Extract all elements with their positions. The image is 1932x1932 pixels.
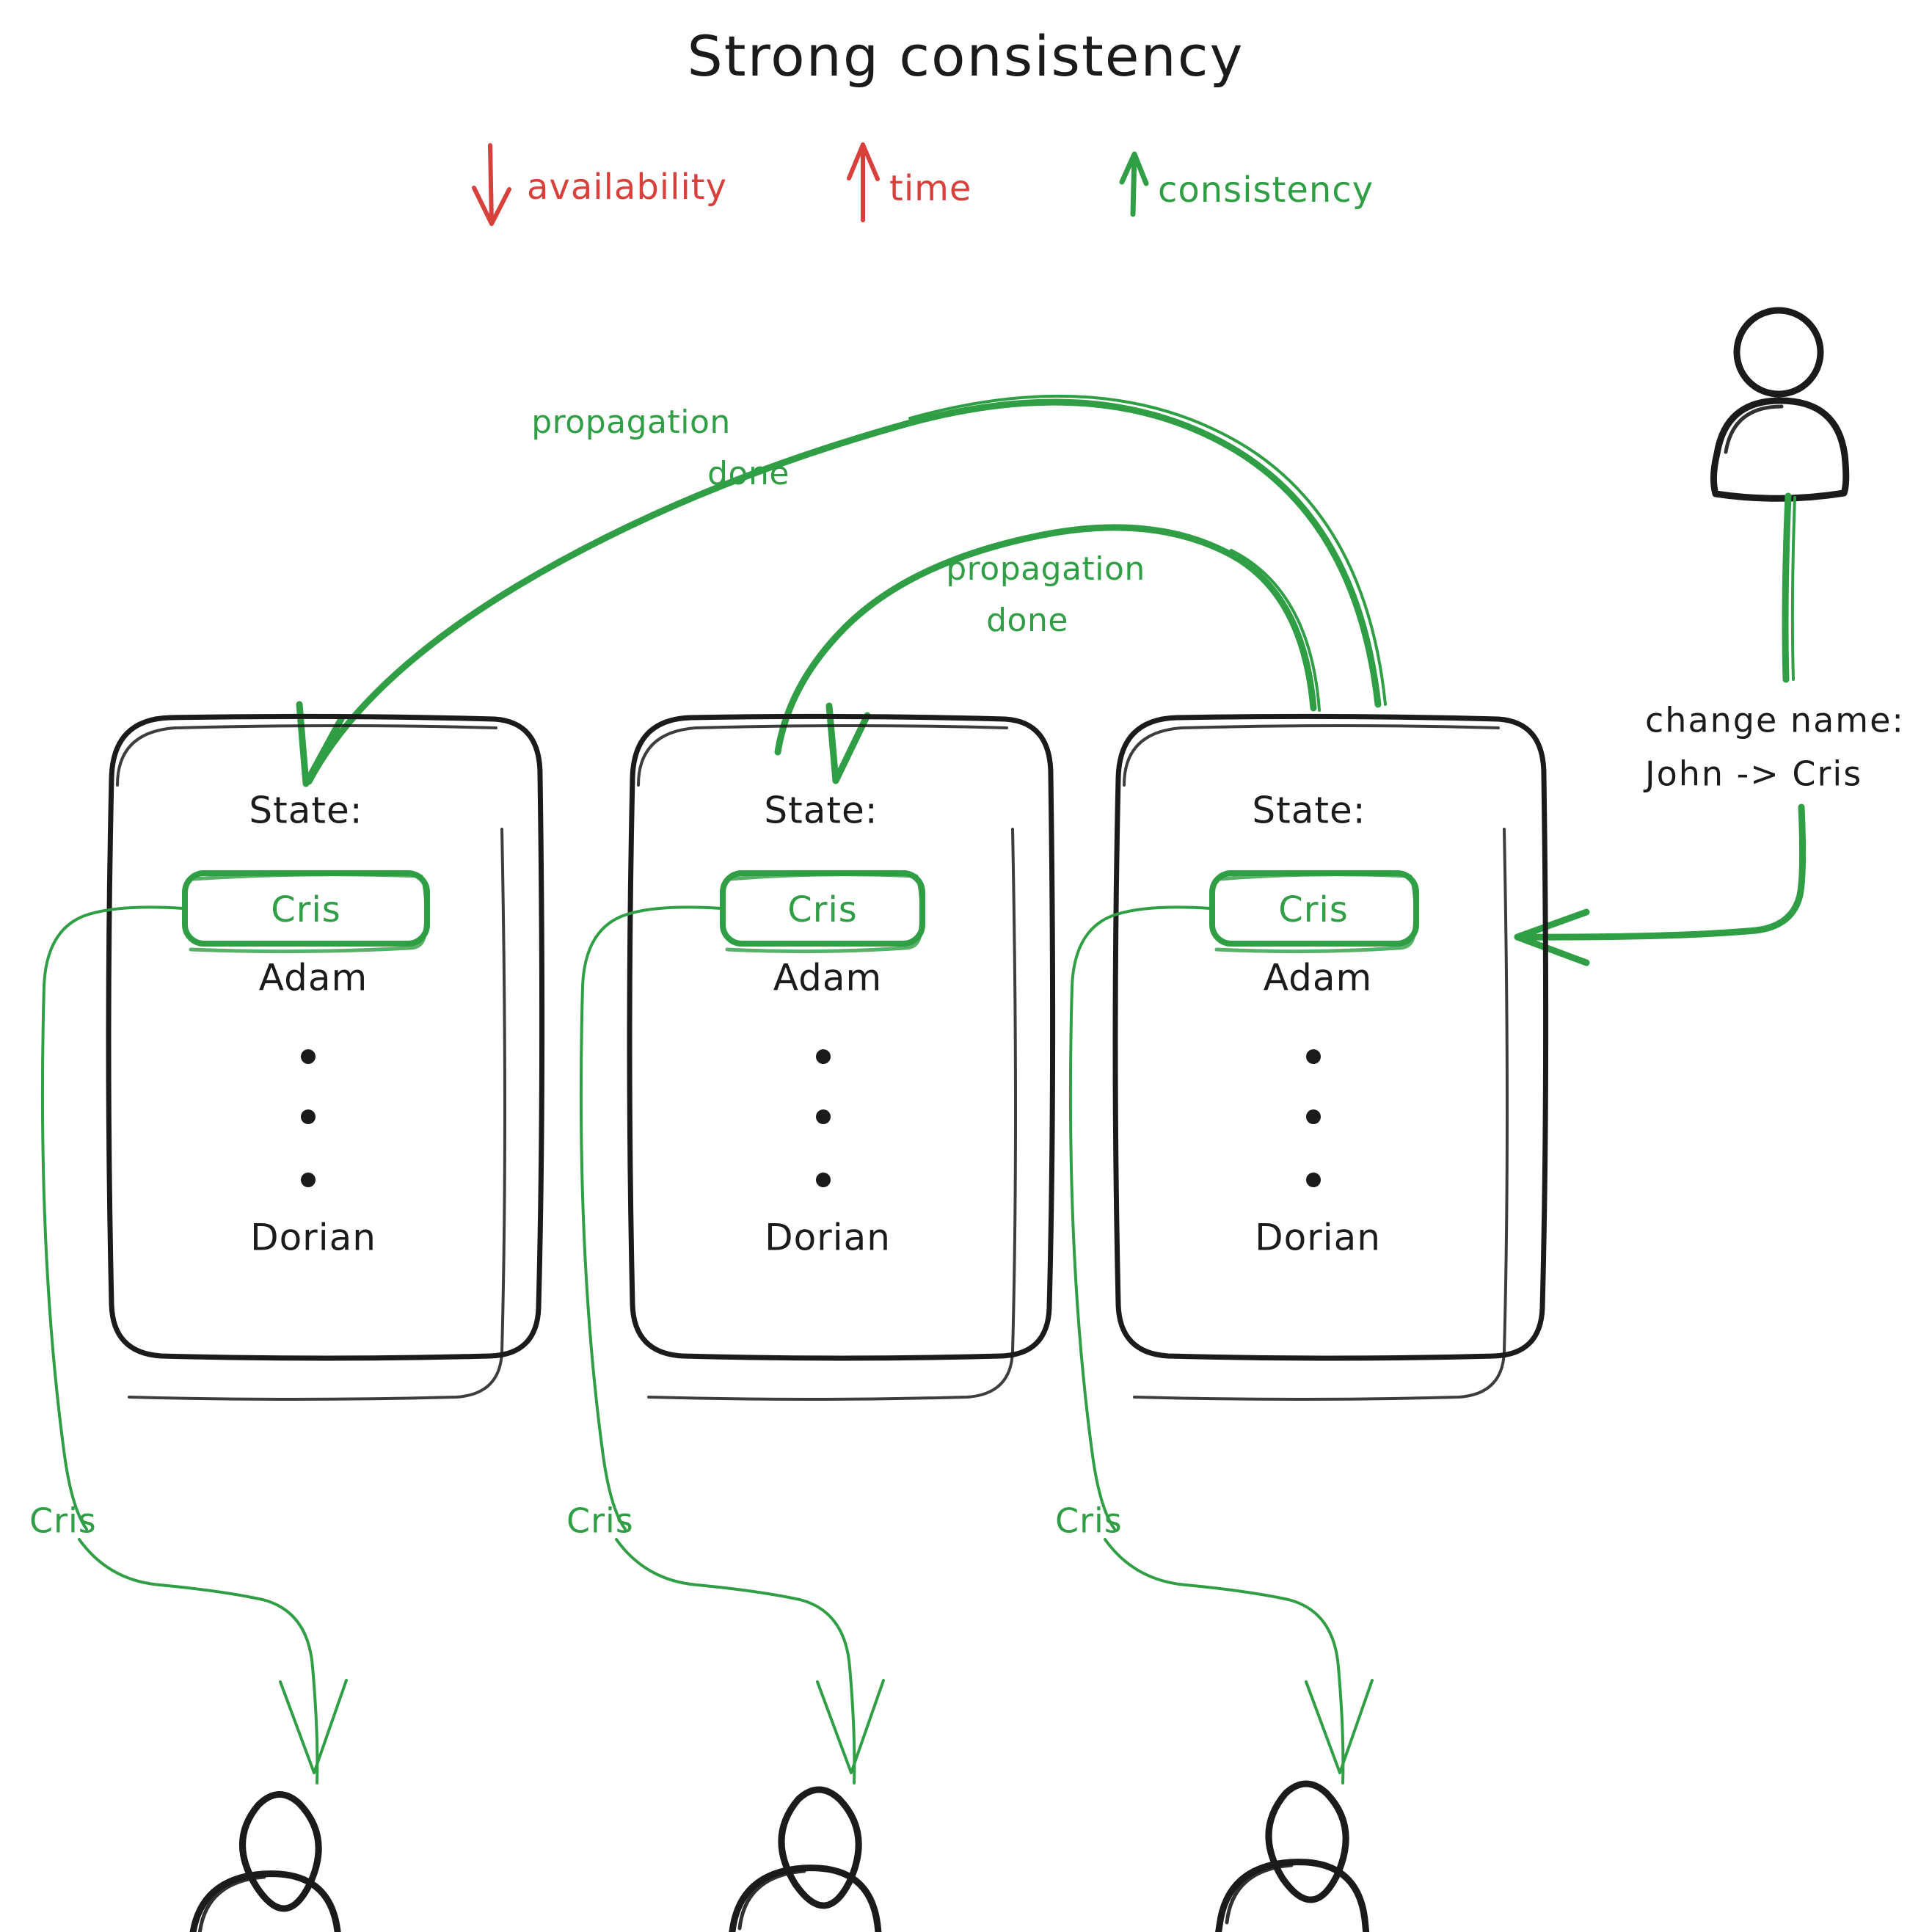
- node-2-box-sketch: [637, 724, 1017, 1401]
- reader-2-user-icon: [729, 1786, 882, 1932]
- read-path-node-2: [579, 905, 723, 1531]
- propagation-arc-1-sketch: [908, 394, 1387, 706]
- propagation-label-1-line1: propagation: [531, 404, 731, 441]
- node-1-highlight-box-sketch: [189, 872, 429, 954]
- node-2-entry-0: Adam: [773, 957, 882, 999]
- node-1-state-label: State:: [249, 790, 362, 832]
- read-arrow-to-reader-1: [78, 1538, 319, 1785]
- node-3-box: [1112, 713, 1549, 1361]
- legend-label-consistency: consistency: [1158, 169, 1374, 211]
- node-2[interactable]: State: Cris Adam Dorian: [627, 713, 1056, 1401]
- node-1-ellipsis-dot: [301, 1109, 316, 1124]
- node-3-ellipsis-dot: [1306, 1109, 1321, 1124]
- write-request-stem: [1782, 492, 1792, 683]
- node-1[interactable]: State: Cris Adam Dorian: [106, 713, 545, 1401]
- node-3-state-label: State:: [1252, 790, 1366, 832]
- write-request-stem-2: [1790, 496, 1796, 681]
- write-command-line2: John -> Cris: [1643, 754, 1862, 794]
- node-2-last-entry: Dorian: [765, 1217, 891, 1259]
- page-title: Strong consistency: [688, 23, 1244, 89]
- node-1-box-sketch: [116, 724, 506, 1401]
- write-arrowhead: [1514, 908, 1590, 966]
- reader-3-user-icon: [1215, 1780, 1370, 1932]
- read-arrow-to-reader-2: [615, 1538, 856, 1785]
- read-reply-label-1: Cris: [29, 1501, 97, 1541]
- read-reply-label-3: Cris: [1055, 1501, 1123, 1541]
- node-2-state-label: State:: [764, 790, 878, 832]
- propagation-arc-1: [305, 398, 1382, 785]
- legend-label-time: time: [889, 168, 972, 209]
- write-arrow-to-node-3: [1514, 803, 1807, 941]
- read-path-node-1: [40, 905, 185, 1531]
- down-arrow-icon: [472, 143, 511, 226]
- legend-label-availability: availability: [527, 167, 727, 208]
- read-arrow-to-reader-3: [1104, 1538, 1345, 1785]
- node-1-entry-0: Adam: [259, 957, 368, 999]
- node-2-box: [627, 713, 1056, 1361]
- node-1-box: [106, 713, 545, 1361]
- propagation-label-2-line2: done: [986, 602, 1068, 639]
- read-arrow-3-head: [1305, 1679, 1374, 1774]
- legend-item-time: time: [847, 142, 972, 222]
- node-3-highlight-box-sketch: [1214, 872, 1418, 954]
- propagation-label-1-line2: done: [707, 455, 790, 492]
- propagation-label-2-line1: propagation: [946, 550, 1145, 588]
- node-1-ellipsis-dot: [301, 1173, 316, 1187]
- write-command-line1: change name:: [1645, 701, 1905, 740]
- legend-item-consistency: consistency: [1119, 151, 1374, 217]
- node-1-ellipsis-dot: [301, 1049, 316, 1064]
- node-3[interactable]: State: Cris Adam Dorian: [1112, 713, 1549, 1401]
- writer-user-icon: [1710, 307, 1850, 502]
- node-3-entry-0: Adam: [1264, 957, 1372, 999]
- reader-1-user-icon: [189, 1791, 341, 1932]
- node-1-last-entry: Dorian: [250, 1217, 376, 1259]
- up-arrow-icon: [1119, 151, 1149, 217]
- node-3-last-entry: Dorian: [1255, 1217, 1381, 1259]
- node-3-highlight-value: Cris: [1278, 889, 1349, 930]
- read-reply-label-2: Cris: [566, 1501, 634, 1541]
- node-3-ellipsis-dot: [1306, 1049, 1321, 1064]
- node-2-ellipsis-dot: [816, 1049, 831, 1064]
- node-3-box-sketch: [1123, 724, 1509, 1401]
- read-arrow-2-head: [816, 1679, 885, 1774]
- read-path-node-3: [1068, 905, 1212, 1531]
- propagation-arc-2-sketch: [1230, 549, 1321, 712]
- propagation-arc-2: [774, 524, 1317, 756]
- node-2-highlight-box-sketch: [725, 872, 924, 954]
- read-arrow-1-head: [279, 1679, 348, 1774]
- legend-item-availability: availability: [472, 143, 727, 226]
- node-2-highlight-value: Cris: [787, 889, 858, 930]
- node-2-ellipsis-dot: [816, 1173, 831, 1187]
- node-2-ellipsis-dot: [816, 1109, 831, 1124]
- node-3-ellipsis-dot: [1306, 1173, 1321, 1187]
- node-1-highlight-value: Cris: [271, 889, 341, 930]
- up-arrow-icon: [847, 142, 880, 222]
